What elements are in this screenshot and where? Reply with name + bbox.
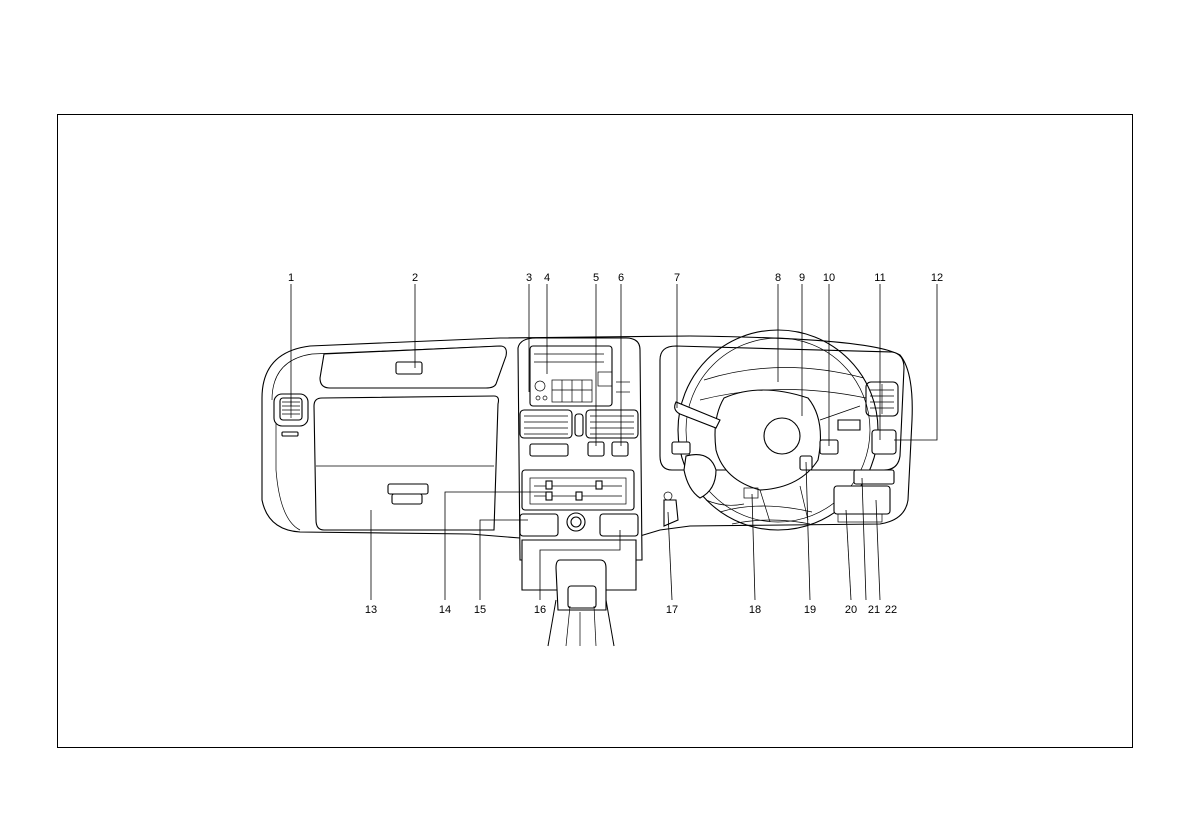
callout-6: 6 xyxy=(618,272,624,284)
callout-21: 21 xyxy=(868,604,880,616)
upper-glove-box-handle xyxy=(396,362,422,374)
horn-pad xyxy=(764,418,800,454)
callout-16: 16 xyxy=(534,604,546,616)
callout-19: 19 xyxy=(804,604,816,616)
glove-box-handle xyxy=(388,484,428,494)
callout-2: 2 xyxy=(412,272,418,284)
callout-5: 5 xyxy=(593,272,599,284)
callout-17: 17 xyxy=(666,604,678,616)
glove-box xyxy=(314,346,506,530)
callout-15: 15 xyxy=(474,604,486,616)
callout-8: 8 xyxy=(775,272,781,284)
callout-20: 20 xyxy=(845,604,857,616)
right-vent xyxy=(866,382,898,416)
callout-7: 7 xyxy=(674,272,680,284)
callout-10: 10 xyxy=(823,272,835,284)
callout-11: 11 xyxy=(874,272,885,284)
switch-6 xyxy=(612,442,628,456)
callout-22: 22 xyxy=(885,604,897,616)
switch-12 xyxy=(872,430,896,454)
callout-3: 3 xyxy=(526,272,532,284)
callout-13: 13 xyxy=(365,604,377,616)
callout-9: 9 xyxy=(799,272,805,284)
callout-1: 1 xyxy=(288,272,294,284)
audio-unit xyxy=(530,346,612,406)
callout-4: 4 xyxy=(544,272,550,284)
callout-18: 18 xyxy=(749,604,761,616)
callout-12: 12 xyxy=(931,272,943,284)
callout-14: 14 xyxy=(439,604,451,616)
